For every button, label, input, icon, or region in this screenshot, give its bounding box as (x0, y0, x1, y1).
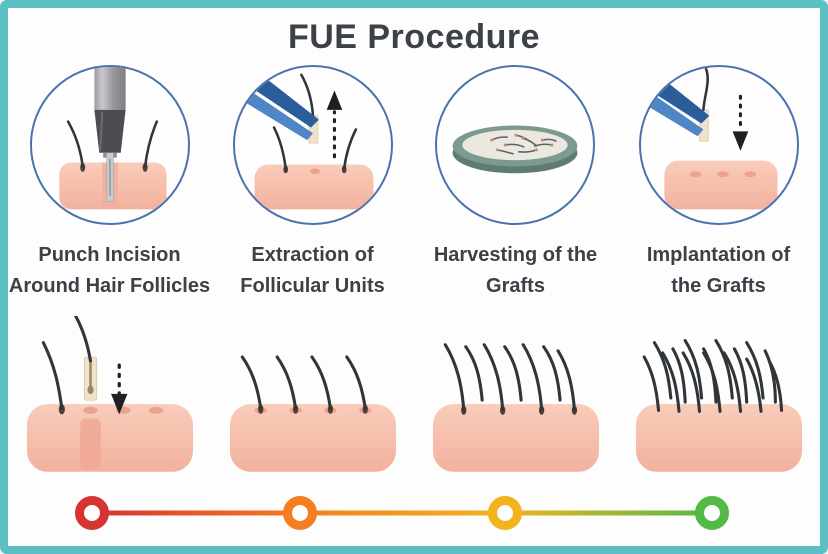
graft-being-implanted-illustration (26, 308, 193, 472)
step-harvesting: Harvesting of the Grafts (434, 65, 597, 302)
procedure-steps-row: Punch Incision Around Hair Follicles (8, 65, 820, 302)
graft-implantation-illustration (640, 67, 777, 210)
timeline-marker-step4 (695, 496, 729, 530)
skin-four-hairs-illustration (229, 355, 396, 472)
timeline-marker-step1 (75, 496, 109, 530)
stage-implanting (12, 308, 208, 485)
step-circle (232, 65, 393, 225)
step-extraction: Extraction of Follicular Units (232, 65, 393, 302)
stage-more-hairs (418, 316, 614, 485)
skin-seven-hairs-illustration (432, 343, 599, 472)
skin-full-hair-growth-illustration (635, 339, 802, 472)
stage-few-hairs (215, 316, 411, 485)
step-caption: Implantation of the Grafts (646, 244, 791, 297)
petri-dish-illustration (453, 125, 578, 174)
procedure-timeline (8, 487, 820, 545)
step-caption: Extraction of Follicular Units (240, 244, 385, 297)
punch-incision-illustration (58, 67, 167, 210)
page-title: FUE Procedure (287, 18, 541, 56)
step-implantation: Implantation of the Grafts (638, 65, 799, 302)
step-caption: Punch Incision Around Hair Follicles (8, 244, 211, 297)
stage-full-growth (621, 316, 817, 485)
step-circle (435, 65, 596, 225)
timeline-graphic (75, 496, 729, 530)
step-punch-incision: Punch Incision Around Hair Follicles (9, 65, 210, 302)
follicle-extraction-illustration (234, 70, 373, 210)
step-circle (638, 65, 799, 225)
growth-stages-row (8, 308, 820, 485)
step-circle (29, 65, 190, 225)
timeline-marker-step2 (283, 496, 317, 530)
timeline-marker-step3 (488, 496, 522, 530)
step-caption: Harvesting of the Grafts (433, 244, 598, 297)
